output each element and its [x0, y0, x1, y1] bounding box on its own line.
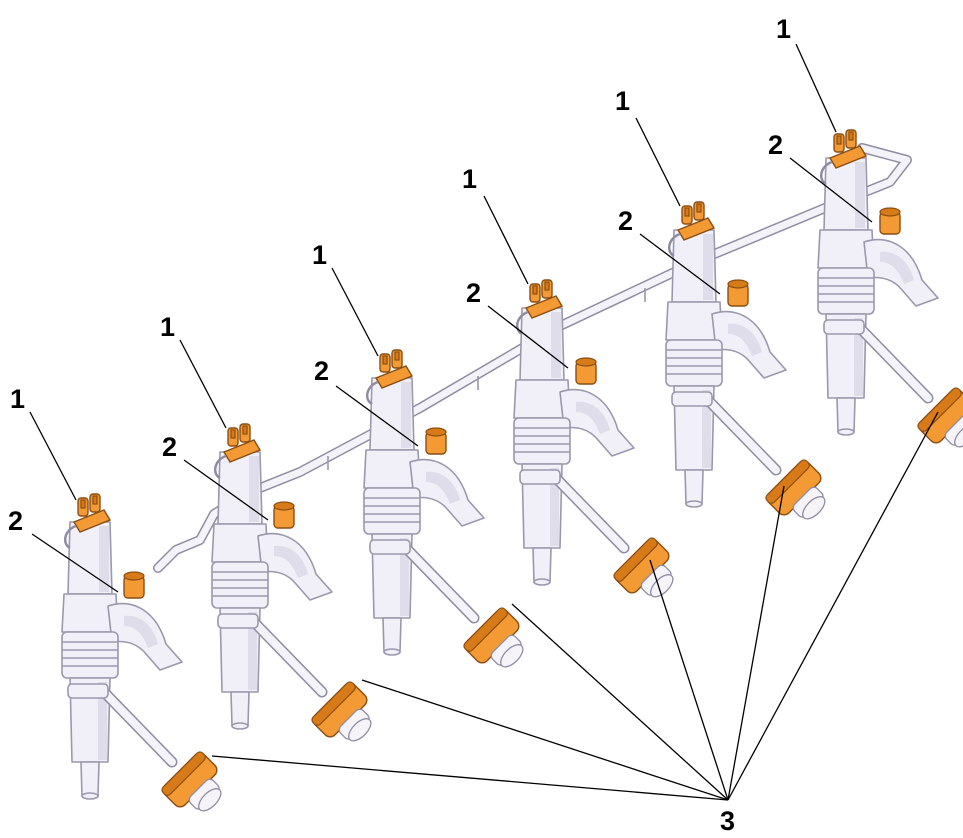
callout-1-injector-1: 1 [10, 384, 25, 414]
callout-2-injector-3: 2 [314, 356, 329, 386]
callout-1-injector-3: 1 [312, 240, 327, 270]
callout-1-injector-4: 1 [462, 164, 477, 194]
leader-lines [29, 43, 939, 801]
callout-2-injector-2: 2 [162, 432, 177, 462]
callout-labels: 1 1 1 1 1 1 2 2 2 2 2 2 3 [8, 14, 791, 836]
callout-3: 3 [720, 806, 735, 836]
injector-1 [62, 494, 235, 825]
injector-4 [514, 280, 687, 611]
callout-1-injector-2: 1 [160, 312, 175, 342]
callout-2-injector-4: 2 [466, 278, 481, 308]
leak-off-rail [153, 143, 912, 573]
callout-1-injector-6: 1 [776, 14, 791, 44]
injector-3 [364, 350, 537, 681]
callout-2-injector-6: 2 [768, 130, 783, 160]
callout-1-injector-5: 1 [615, 86, 630, 116]
injector-5 [666, 202, 839, 533]
callout-2-injector-1: 2 [8, 506, 23, 536]
callout-2-injector-5: 2 [618, 206, 633, 236]
